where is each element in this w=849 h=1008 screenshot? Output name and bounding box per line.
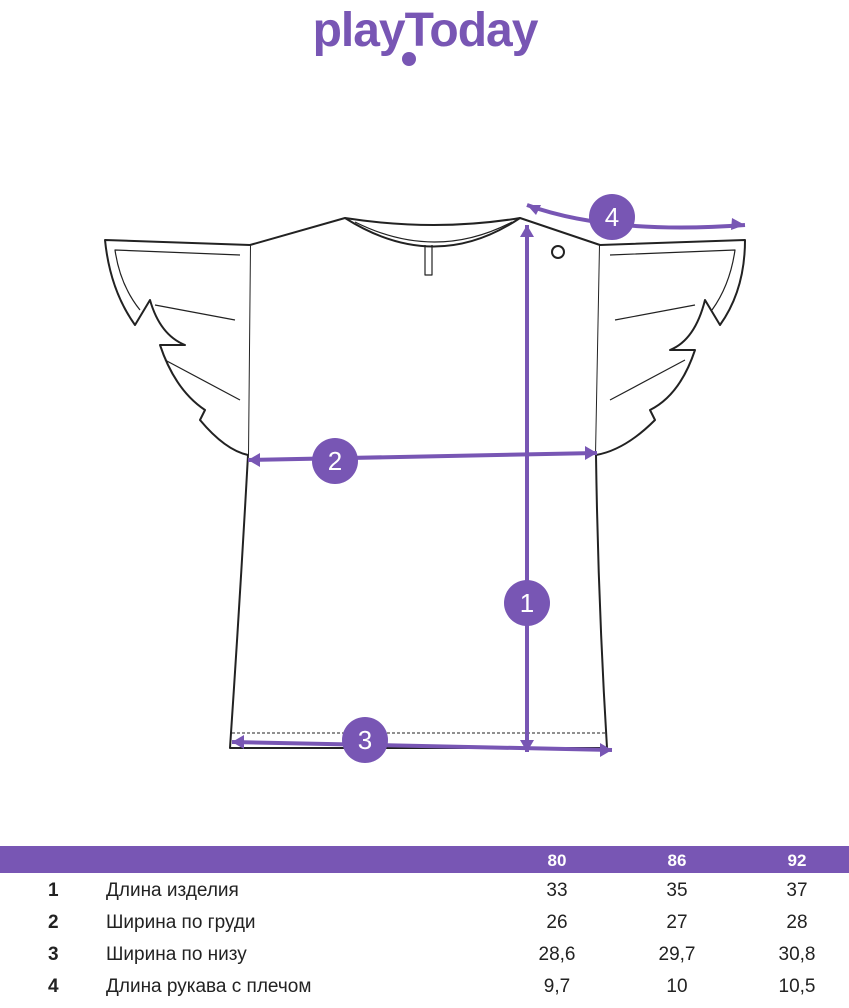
marker-3-label: 3 xyxy=(358,725,372,755)
arrowhead xyxy=(232,735,244,749)
measure-line-2 xyxy=(247,451,598,462)
measurement-label: Ширина по низу xyxy=(106,944,247,965)
measurement-value: 29,7 xyxy=(658,944,696,965)
brand-logo: playToday xyxy=(312,4,539,57)
marker-2-label: 2 xyxy=(328,446,342,476)
row-number: 2 xyxy=(48,912,59,933)
marker-1 xyxy=(504,580,550,626)
garment-diagram: 4 2 1 3 xyxy=(104,194,746,763)
arrowhead xyxy=(731,218,745,230)
measurement-value: 10 xyxy=(666,976,688,997)
arrowhead xyxy=(520,225,534,237)
logo-dot xyxy=(402,52,416,66)
row-number: 4 xyxy=(48,976,59,997)
row-number: 1 xyxy=(48,880,59,901)
measurement-value: 35 xyxy=(666,880,688,901)
right-ruffle-inner xyxy=(609,249,736,401)
right-ruffle-sleeve xyxy=(595,239,746,456)
left-ruffle-inner xyxy=(114,249,241,401)
measurement-value: 37 xyxy=(786,880,808,901)
marker-4-label: 4 xyxy=(605,202,619,232)
size-header: 92 xyxy=(787,851,807,870)
measure-line-3 xyxy=(231,740,613,752)
neckline xyxy=(344,217,521,248)
neckline-inner xyxy=(354,221,513,243)
marker-4 xyxy=(589,194,635,240)
arrowhead xyxy=(600,743,612,757)
table-row: 2 Ширина по груди 26 27 28 xyxy=(0,912,849,944)
measurement-value: 28 xyxy=(786,912,808,933)
measurement-label: Длина изделия xyxy=(106,880,239,901)
marker-2 xyxy=(312,438,358,484)
marker-1-label: 1 xyxy=(520,588,534,618)
arrowhead xyxy=(527,205,541,215)
marker-3 xyxy=(342,717,388,763)
measurement-label: Ширина по груди xyxy=(106,912,256,933)
arrowhead xyxy=(248,453,260,467)
measurement-label: Длина рукава с плечом xyxy=(106,976,312,997)
measurement-value: 33 xyxy=(546,880,568,901)
row-number: 3 xyxy=(48,944,59,965)
arrowhead xyxy=(585,446,597,460)
measure-line-4 xyxy=(526,203,746,230)
left-ruffle-sleeve xyxy=(104,239,251,456)
measurement-value: 28,6 xyxy=(538,944,576,965)
measurement-value: 26 xyxy=(546,912,568,933)
size-header: 86 xyxy=(667,851,687,870)
size-table-header: 80 86 92 xyxy=(0,846,849,873)
shirt-body xyxy=(229,217,608,749)
table-row: 3 Ширина по низу 28,6 29,7 30,8 xyxy=(0,944,849,976)
table-row: 1 Длина изделия 33 35 37 xyxy=(0,880,849,912)
measurement-value: 9,7 xyxy=(543,976,571,997)
placket xyxy=(424,245,433,276)
table-row: 4 Длина рукава с плечом 9,7 10 10,5 xyxy=(0,976,849,1008)
measurement-value: 27 xyxy=(666,912,688,933)
measurement-value: 10,5 xyxy=(778,976,816,997)
measurement-value: 30,8 xyxy=(778,944,816,965)
arrowhead xyxy=(520,740,534,752)
size-header: 80 xyxy=(547,851,567,870)
button xyxy=(551,245,565,259)
